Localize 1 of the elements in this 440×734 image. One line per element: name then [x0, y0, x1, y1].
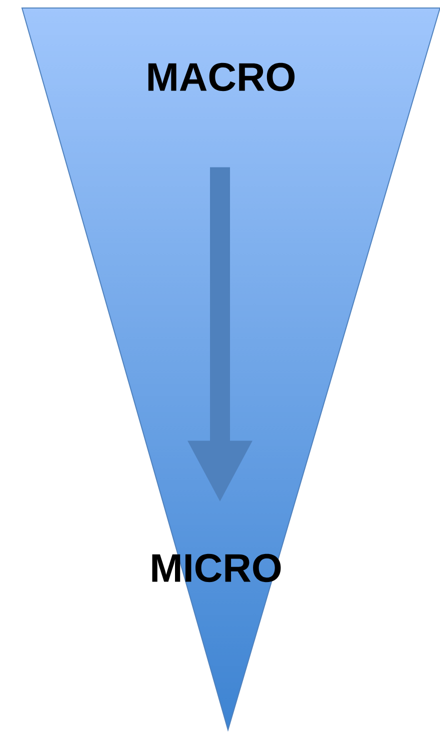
level-label: MACRO [148, 62, 295, 92]
